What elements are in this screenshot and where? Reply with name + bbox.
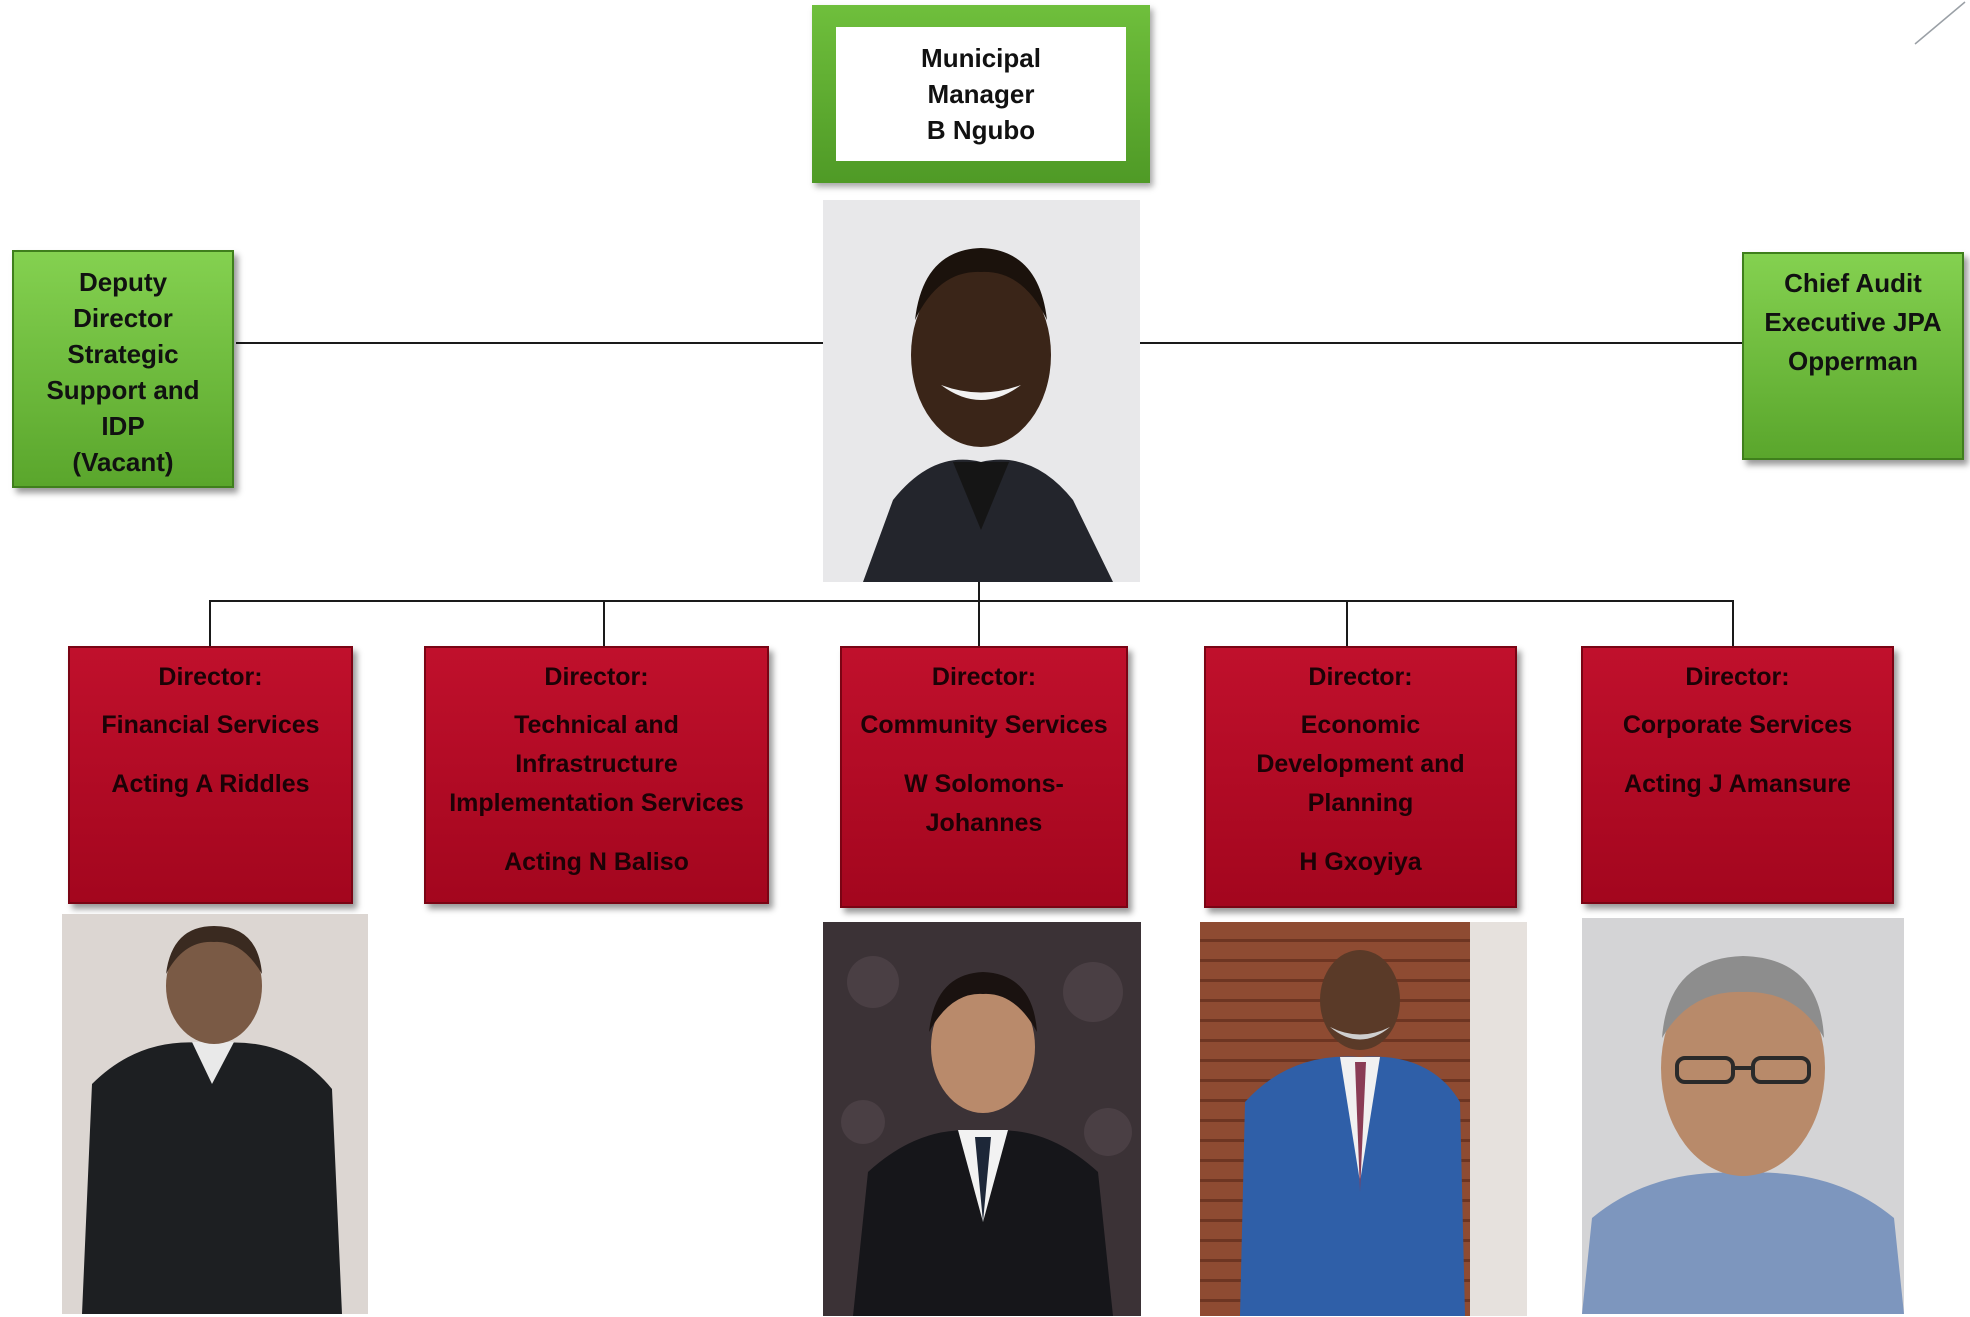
director-department: Development and (1256, 750, 1465, 778)
director-header: Director: (544, 663, 649, 691)
director-name: Johannes (925, 809, 1043, 837)
director-header: Director: (1308, 663, 1413, 691)
director-department: Community Services (860, 711, 1108, 739)
director-name: W Solomons- (904, 770, 1064, 798)
connector-horizontal-bus (209, 600, 1734, 602)
director-department: Economic (1300, 711, 1421, 739)
deputy-line: Deputy (78, 267, 168, 297)
deputy-line: IDP (101, 411, 145, 441)
manager-photo (823, 200, 1140, 582)
connector-drop-5 (1732, 602, 1734, 646)
director-economic-development-box: Director: Economic Development and Plann… (1204, 646, 1517, 908)
deputy-line: (Vacant) (72, 447, 174, 477)
director-header: Director: (1685, 663, 1790, 691)
connector-audit (1140, 342, 1742, 344)
director-department: Implementation Services (449, 789, 744, 817)
portrait-photo-icon (62, 914, 368, 1314)
deputy-line: Strategic (67, 339, 179, 369)
portrait-photo-icon (1200, 922, 1527, 1316)
connector-drop-1 (209, 600, 211, 646)
director-corporate-services-box: Director: Corporate Services Acting J Am… (1581, 646, 1894, 904)
portrait-photo-icon (1582, 918, 1904, 1314)
portrait-photo-icon (823, 922, 1141, 1316)
director-name: Acting A Riddles (111, 770, 310, 798)
director-name: H Gxoyiya (1299, 848, 1422, 876)
connector-drop-2 (603, 600, 605, 646)
audit-line: Opperman (1787, 346, 1919, 376)
director-department: Financial Services (101, 711, 320, 739)
audit-line: Executive JPA (1764, 307, 1942, 337)
director-department: Technical and (514, 711, 679, 739)
chief-audit-executive-box: Chief Audit Executive JPA Opperman (1742, 252, 1964, 460)
director-community-services-box: Director: Community Services W Solomons-… (840, 646, 1128, 908)
director-financial-services-box: Director: Financial Services Acting A Ri… (68, 646, 353, 904)
manager-line: B Ngubo (926, 115, 1036, 145)
deputy-line: Support and (46, 375, 200, 405)
director-department: Corporate Services (1622, 711, 1853, 739)
director-department: Infrastructure (515, 750, 678, 778)
connector-manager-down (978, 582, 980, 646)
director-header: Director: (931, 663, 1037, 691)
director-department: Planning (1307, 789, 1414, 817)
director-name: Acting J Amansure (1624, 770, 1851, 798)
deputy-director-box: Deputy Director Strategic Support and ID… (12, 250, 234, 488)
manager-line: Manager (927, 79, 1035, 109)
director-community-photo (823, 922, 1141, 1316)
connector-deputy (236, 342, 823, 344)
director-economic-photo (1200, 922, 1527, 1316)
deputy-line: Director (73, 303, 173, 333)
portrait-photo-icon (823, 200, 1140, 582)
director-financial-photo (62, 914, 368, 1314)
municipal-manager-box: Municipal Manager B Ngubo (812, 5, 1150, 183)
audit-line: Chief Audit (1784, 268, 1922, 298)
director-name: Acting N Baliso (504, 848, 689, 876)
connector-drop-4 (1346, 602, 1348, 646)
manager-line: Municipal (921, 43, 1041, 73)
director-technical-infrastructure-box: Director: Technical and Infrastructure I… (424, 646, 769, 904)
decorative-corner-line (1914, 1, 1966, 45)
director-header: Director: (158, 663, 263, 691)
director-corporate-photo (1582, 918, 1904, 1314)
municipal-manager-label: Municipal Manager B Ngubo (836, 27, 1126, 161)
